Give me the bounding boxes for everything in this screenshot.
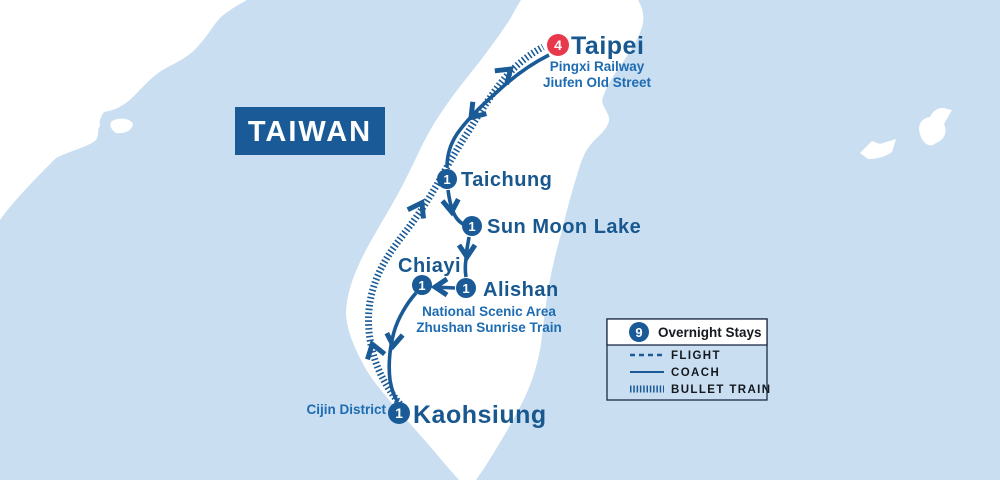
legend-total-badge <box>629 322 649 342</box>
stop-marker-kaohsiung <box>388 402 410 424</box>
stop-marker-sun-moon-lake <box>462 216 482 236</box>
taipei-nights: 4 <box>554 37 562 53</box>
chiayi-nights: 1 <box>418 278 425 293</box>
legend-item-bullet-train: BULLET TRAIN <box>671 384 771 396</box>
bullet-train-direction-arrows <box>365 66 514 361</box>
kaohsiung-label: Kaohsiung <box>413 401 547 429</box>
mainland-china-landmass <box>0 0 247 220</box>
kaohsiung-note-cijin-district: Cijin District <box>306 402 386 417</box>
taipei-label: Taipei <box>571 32 644 60</box>
legend-title: Overnight Stays <box>658 325 762 340</box>
legend-item-coach: COACH <box>671 367 720 379</box>
stop-chiayi: 1 Chiayi <box>398 255 461 295</box>
legend-item-flight: FLIGHT <box>671 350 721 362</box>
taichung-nights: 1 <box>443 172 450 187</box>
alishan-note-1: National Scenic Area <box>422 304 556 319</box>
chiayi-label: Chiayi <box>398 255 461 277</box>
stop-marker-taipei <box>547 34 569 56</box>
route-coach-taipei-taichung <box>445 53 550 168</box>
route-bullet-train <box>365 43 545 407</box>
alishan-nights: 1 <box>462 281 469 296</box>
legend-total-nights: 9 <box>635 325 642 340</box>
alishan-note-2: Zhushan Sunrise Train <box>416 320 562 335</box>
sun-moon-lake-label: Sun Moon Lake <box>487 216 641 238</box>
taipei-note-1: Pingxi Railway <box>550 59 645 74</box>
route-coach-chiayi-kaohsiung <box>387 291 418 404</box>
kaohsiung-nights: 1 <box>395 405 403 421</box>
alishan-label: Alishan <box>483 279 559 301</box>
coastal-islands <box>26 118 133 138</box>
stop-sun-moon-lake: 1 Sun Moon Lake <box>462 216 641 238</box>
stop-marker-chiayi <box>412 275 432 295</box>
stop-taipei: 4 Taipei Pingxi Railway Jiufen Old Stree… <box>543 32 652 90</box>
taiwan-island <box>346 0 644 480</box>
taipei-note-2: Jiufen Old Street <box>543 75 652 90</box>
stop-taichung: 1 Taichung <box>437 169 552 191</box>
coach-direction-arrows <box>384 101 488 351</box>
legend: 9 Overnight Stays FLIGHT COACH BULLET TR… <box>606 318 771 401</box>
stop-kaohsiung: 1 Kaohsiung Cijin District <box>306 401 546 429</box>
sun-moon-lake-nights: 1 <box>468 219 475 234</box>
stop-marker-taichung <box>437 169 457 189</box>
taichung-label: Taichung <box>461 169 552 191</box>
offshore-islands <box>860 107 952 159</box>
stop-alishan: 1 Alishan National Scenic Area Zhushan S… <box>416 278 562 335</box>
stop-marker-alishan <box>456 278 476 298</box>
region-label-box: TAIWAN <box>235 107 385 155</box>
region-label: TAIWAN <box>248 116 372 148</box>
